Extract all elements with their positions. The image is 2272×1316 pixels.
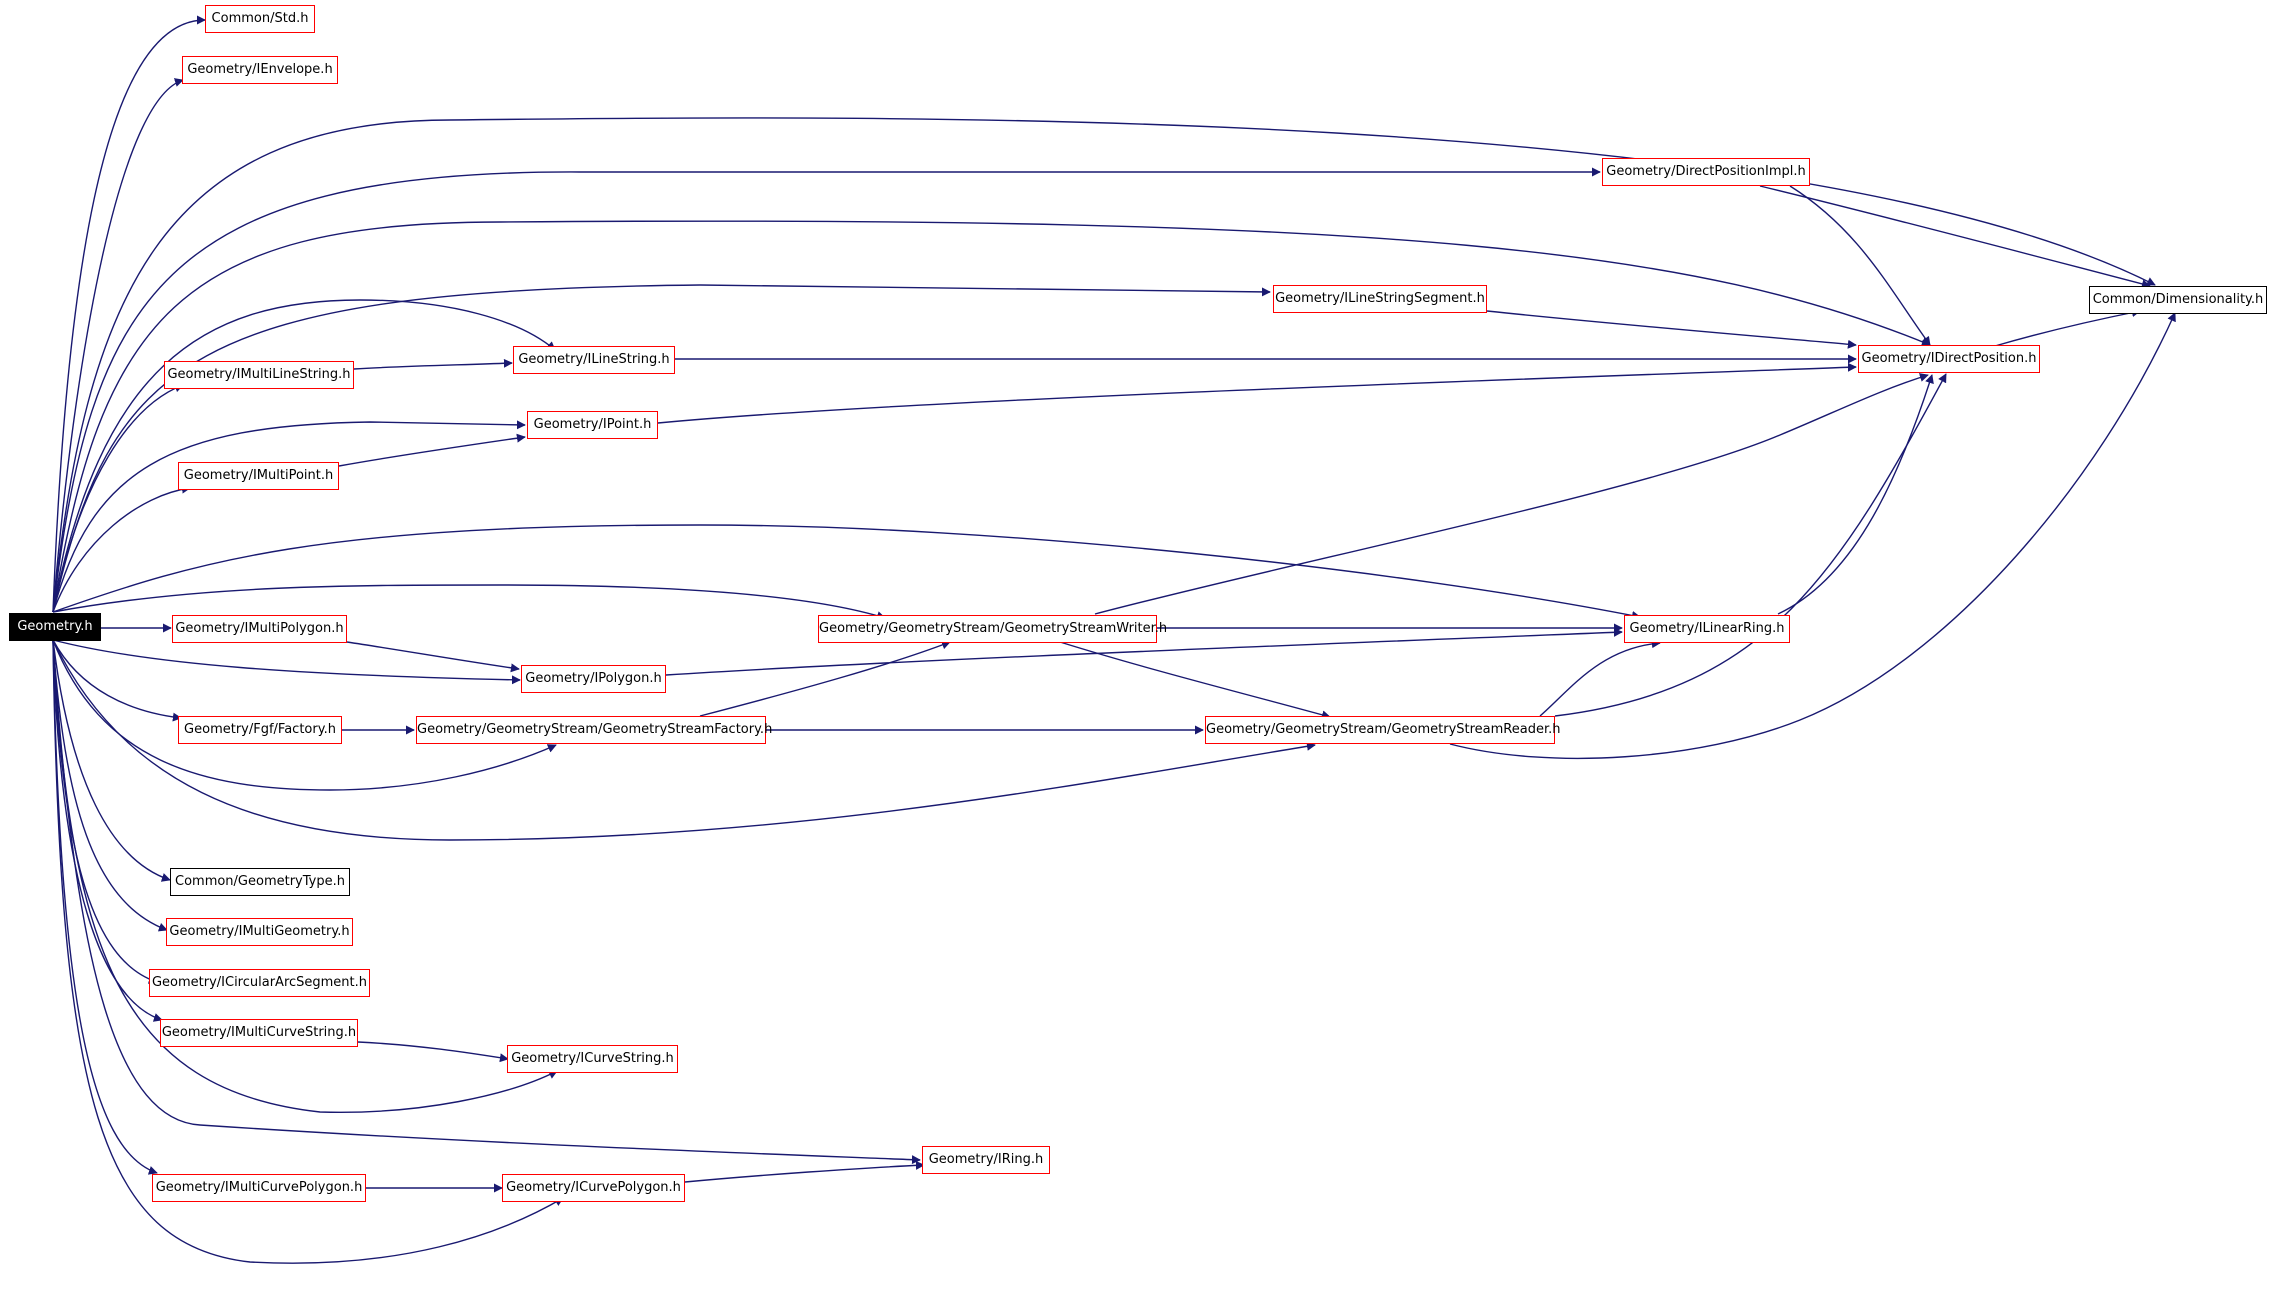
node-ilinestringsegment-h[interactable]: Geometry/ILineStringSegment.h bbox=[1273, 285, 1487, 313]
edge-writer-to-idirectposition bbox=[1094, 373, 1929, 615]
node-directpositionimpl-h[interactable]: Geometry/DirectPositionImpl.h bbox=[1602, 158, 1810, 186]
edge-geometry-to-fgf-factory bbox=[52, 639, 182, 722]
edge-geometry-to-iring bbox=[52, 639, 921, 1165]
edge-geometry-to-icirculararcsegment bbox=[52, 639, 158, 984]
edge-ilinestringsegment-to-idirectposition bbox=[1486, 310, 1857, 349]
edge-geometry-to-ilinestring bbox=[52, 299, 556, 613]
edge-ipolygon-to-ilinearring bbox=[665, 627, 1623, 676]
edge-geometry-to-streamreader bbox=[52, 639, 1316, 841]
node-icurvepolygon-h[interactable]: Geometry/ICurvePolygon.h bbox=[502, 1174, 685, 1202]
edge-streamreader-to-dimensionality bbox=[1449, 312, 2176, 760]
node-geometrystreamwriter-h[interactable]: Geometry/GeometryStream/GeometryStreamWr… bbox=[818, 615, 1167, 643]
node-imultilinestring-h[interactable]: Geometry/IMultiLineString.h bbox=[164, 361, 354, 389]
node-fgf-factory-h[interactable]: Geometry/Fgf/Factory.h bbox=[178, 716, 342, 744]
node-idirectposition-h[interactable]: Geometry/IDirectPosition.h bbox=[1858, 345, 2040, 373]
edge-directpositionimpl-to-dimensionality bbox=[1759, 185, 2151, 289]
node-imultipolygon-h[interactable]: Geometry/IMultiPolygon.h bbox=[172, 615, 347, 643]
node-imulticurvestring-h[interactable]: Geometry/IMultiCurveString.h bbox=[160, 1019, 358, 1047]
node-imulticurvepolygon-h[interactable]: Geometry/IMultiCurvePolygon.h bbox=[152, 1174, 366, 1202]
edge-imulticurvestring-to-icurvestring bbox=[357, 1041, 509, 1063]
edge-idirectposition-to-dimensionality bbox=[1994, 308, 2141, 347]
edge-geometry-to-imultilinestring bbox=[52, 383, 184, 613]
node-iring-h[interactable]: Geometry/IRing.h bbox=[922, 1146, 1050, 1174]
edge-geometry-to-ilinestringsegment bbox=[52, 284, 1271, 613]
edge-geometry-to-ipolygon bbox=[52, 639, 521, 685]
edge-imultilinestring-to-ilinestring bbox=[353, 358, 513, 370]
edge-writer-to-streamreader bbox=[1059, 641, 1331, 720]
edge-streamreader-to-ilinearring bbox=[1539, 639, 1661, 717]
edge-geometry-to-directpositionimpl bbox=[52, 167, 1601, 613]
edge-geometry-to-imulticurvestring bbox=[52, 639, 163, 1022]
edge-geometry-to-imulticurvepolygon bbox=[52, 639, 158, 1175]
edge-geometry-to-icurvestring bbox=[52, 639, 558, 1113]
edge-geometry-to-geometrytype bbox=[52, 639, 171, 882]
edge-geometry-to-imultipoint bbox=[52, 484, 191, 613]
node-common-std-h[interactable]: Common/Std.h bbox=[205, 5, 315, 33]
node-common-geometrytype-h[interactable]: Common/GeometryType.h bbox=[170, 868, 350, 896]
edge-streamfactory-to-writer bbox=[699, 640, 951, 717]
node-ilinestring-h[interactable]: Geometry/ILineString.h bbox=[513, 346, 675, 374]
node-geometry-h[interactable]: Geometry.h bbox=[9, 613, 101, 641]
edge-geometry-to-ienvelope bbox=[52, 78, 184, 613]
edge-ilinearring-to-idirectposition bbox=[1777, 374, 1934, 615]
edge-geometry-to-imultigeometry bbox=[52, 639, 168, 932]
edge-imultipoint-to-ipoint bbox=[338, 433, 526, 467]
node-ipolygon-h[interactable]: Geometry/IPolygon.h bbox=[521, 665, 666, 693]
node-imultipoint-h[interactable]: Geometry/IMultiPoint.h bbox=[178, 462, 339, 490]
edge-geometry-to-streamfactory bbox=[52, 639, 557, 791]
edge-geometry-to-ipoint bbox=[52, 420, 526, 613]
node-icirculararcsegment-h[interactable]: Geometry/ICircularArcSegment.h bbox=[149, 969, 370, 997]
edge-geometry-to-writer bbox=[52, 584, 886, 620]
node-geometrystreamreader-h[interactable]: Geometry/GeometryStream/GeometryStreamRe… bbox=[1205, 716, 1561, 744]
node-common-dimensionality-h[interactable]: Common/Dimensionality.h bbox=[2089, 286, 2267, 314]
node-geometrystreamfactory-h[interactable]: Geometry/GeometryStream/GeometryStreamFa… bbox=[416, 716, 772, 744]
edge-geometry-to-ilinearring bbox=[52, 524, 1641, 620]
edge-imultipolygon-to-ipolygon bbox=[346, 641, 520, 673]
node-icurvestring-h[interactable]: Geometry/ICurveString.h bbox=[507, 1045, 678, 1073]
edge-streamreader-to-idirectposition bbox=[1554, 373, 1947, 717]
node-imultigeometry-h[interactable]: Geometry/IMultiGeometry.h bbox=[166, 918, 353, 946]
edge-ipoint-to-idirectposition bbox=[657, 362, 1857, 424]
edge-icurvepolygon-to-iring bbox=[684, 1160, 925, 1183]
node-ienvelope-h[interactable]: Geometry/IEnvelope.h bbox=[182, 56, 338, 84]
edge-geometry-to-idirectposition bbox=[52, 220, 1931, 613]
edge-geometry-to-icurvepolygon bbox=[52, 639, 564, 1264]
edge-geometry-to-std bbox=[52, 15, 206, 613]
edge-geometry-to-dimensionality bbox=[52, 117, 2156, 613]
node-ilinearring-h[interactable]: Geometry/ILinearRing.h bbox=[1624, 615, 1790, 643]
node-ipoint-h[interactable]: Geometry/IPoint.h bbox=[527, 411, 658, 439]
edge-directpositionimpl-to-idirectposition bbox=[1789, 185, 1931, 346]
